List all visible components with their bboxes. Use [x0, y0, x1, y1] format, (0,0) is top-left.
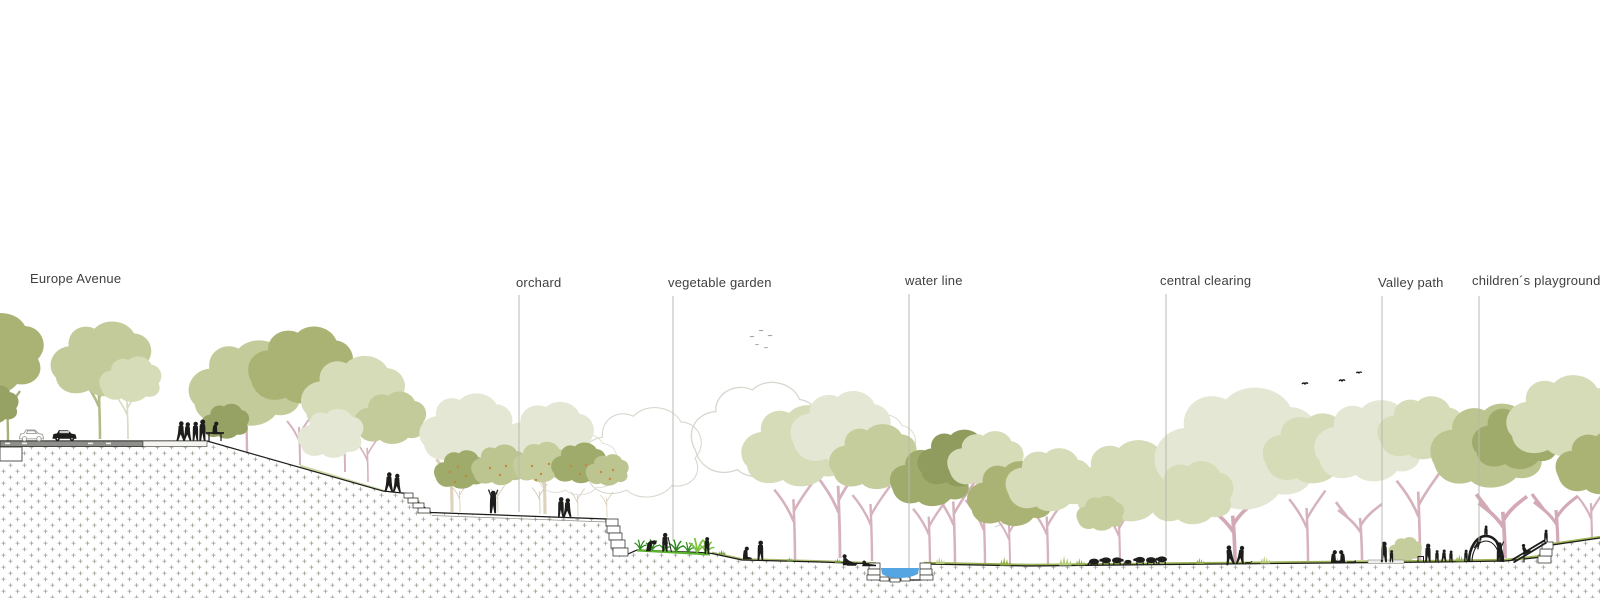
sidewalk	[142, 440, 208, 447]
label-water-line: water line	[905, 273, 963, 288]
car-outline-icon	[19, 429, 44, 442]
leader-lines	[518, 294, 1480, 568]
orchard-figures	[487, 489, 572, 518]
orchard-fruit	[448, 462, 615, 484]
stone-steps-upper	[403, 492, 431, 514]
valley-path-figures	[1331, 541, 1453, 564]
vegetable-garden-bed	[633, 537, 716, 556]
slope-walkers	[384, 472, 401, 493]
water-surface	[881, 568, 919, 578]
culvert-box	[0, 446, 23, 462]
orchard-trees	[419, 393, 629, 518]
cars	[19, 429, 77, 442]
car-dark-icon	[52, 430, 77, 441]
label-valley-path: Valley path	[1378, 275, 1444, 290]
label-orchard: orchard	[516, 275, 562, 290]
clearing-runners	[1223, 544, 1253, 566]
gardeners	[646, 532, 764, 561]
slide	[1511, 539, 1547, 564]
label-vegetable-garden: vegetable garden	[668, 275, 772, 290]
ground-fill	[0, 441, 1600, 598]
trees-clearing	[967, 387, 1359, 568]
pedestrians-sidewalk	[176, 419, 222, 441]
birds	[749, 329, 1363, 385]
road	[0, 440, 208, 462]
trees-water-line	[741, 390, 1024, 568]
stone-wall-garden	[605, 518, 629, 557]
label-childrens-playground: children´s playground	[1472, 273, 1600, 288]
stone-steps-playground	[1537, 541, 1554, 564]
figures	[176, 419, 1548, 567]
label-europe-avenue: Europe Avenue	[30, 271, 122, 286]
label-central-clearing: central clearing	[1160, 273, 1252, 288]
trees-playground	[1314, 375, 1600, 562]
